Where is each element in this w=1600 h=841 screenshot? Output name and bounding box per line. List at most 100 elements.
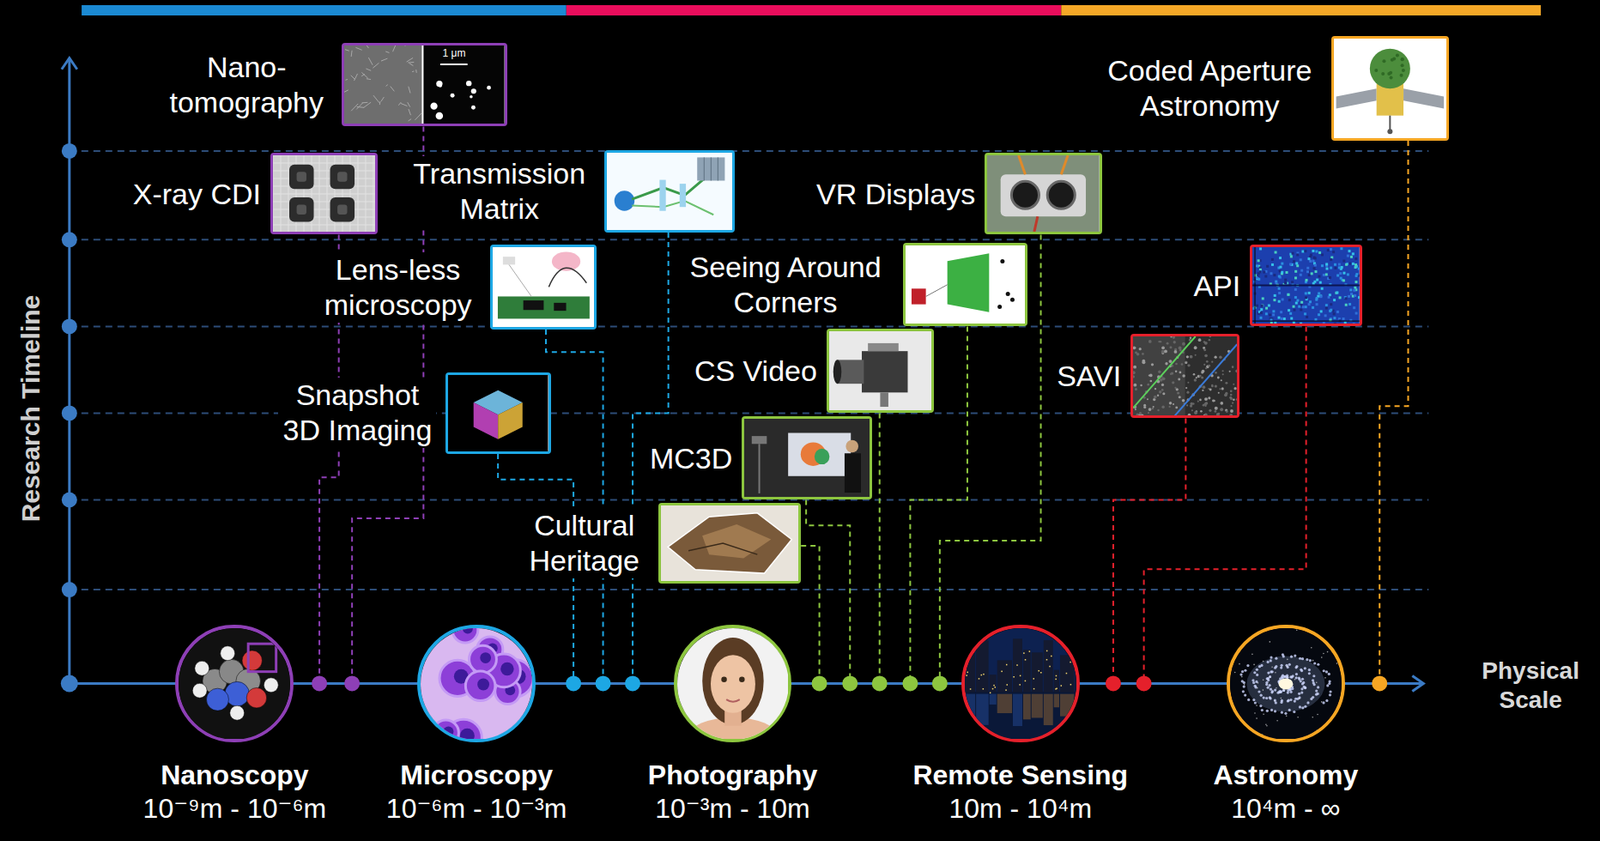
art-shape (242, 649, 263, 670)
art-shape (1318, 251, 1322, 255)
art-shape (1390, 57, 1394, 61)
art-shape (1259, 248, 1262, 251)
art-shape (1287, 293, 1291, 297)
scale-bar-label-text: 1 μm (442, 47, 467, 60)
art-shape (1389, 75, 1394, 79)
art-shape (296, 172, 307, 182)
art-shape (1241, 675, 1243, 678)
art-shape (409, 62, 414, 66)
art-shape (1220, 401, 1225, 406)
art-shape (1265, 313, 1268, 316)
art-shape (1290, 654, 1293, 658)
art-shape (1238, 662, 1241, 665)
art-shape (911, 288, 927, 304)
art-shape (1265, 723, 1267, 726)
art-shape (436, 112, 444, 121)
art-shape (1257, 278, 1261, 281)
art-shape (1353, 294, 1357, 297)
art-shape (1150, 379, 1153, 382)
thumb-label: Coded Aperture Astronomy (1096, 53, 1322, 124)
art-shape (1312, 659, 1315, 661)
axis-arrowhead (61, 58, 78, 70)
art-shape (390, 85, 395, 91)
art-shape (1400, 63, 1405, 67)
art-shape (1345, 297, 1348, 301)
art-shape (1271, 670, 1274, 673)
art-shape (988, 674, 996, 693)
scale-name: Nanoscopy (143, 757, 328, 793)
art-shape (1197, 400, 1200, 402)
art-shape (272, 178, 376, 180)
art-shape (1316, 685, 1320, 689)
art-shape (1290, 255, 1293, 259)
art-shape (1282, 688, 1285, 691)
art-shape (1278, 678, 1293, 690)
art-shape (1043, 640, 1054, 693)
art-shape (1209, 408, 1213, 412)
scale-circle: Microscopy10⁻⁶m - 10⁻³m (417, 624, 536, 744)
art-shape (1232, 726, 1235, 728)
art-shape (1282, 654, 1285, 658)
art-shape (1214, 406, 1219, 410)
art-shape (1231, 401, 1234, 404)
art-shape (1332, 726, 1334, 728)
art-shape (1218, 355, 1223, 359)
art-shape (1023, 693, 1031, 720)
art-shape (1329, 636, 1332, 639)
art-shape (1308, 273, 1311, 277)
thumb-label: Cultural Heritage (520, 508, 649, 579)
art-shape (1185, 387, 1188, 389)
art-shape (1140, 383, 1143, 386)
art-shape (1279, 266, 1283, 269)
thumb-art (492, 247, 595, 328)
art-shape (1255, 704, 1258, 707)
scale-caption: Photography10⁻³m - 10m (648, 757, 818, 825)
art-shape (1203, 348, 1207, 352)
art-shape (430, 102, 438, 110)
scale-picture (677, 628, 789, 740)
art-shape (1284, 281, 1287, 285)
art-shape (964, 628, 1077, 693)
art-shape (1303, 685, 1307, 689)
scale-dot (624, 675, 641, 691)
scale-picture (178, 628, 291, 740)
art-shape (1284, 278, 1287, 282)
art-shape (1269, 676, 1272, 679)
art-shape (1222, 369, 1225, 372)
art-shape (1259, 270, 1262, 273)
art-shape (1314, 264, 1317, 267)
art-shape (1262, 696, 1266, 699)
axis-tick-dot (61, 143, 78, 159)
art-shape (1253, 671, 1256, 674)
art-shape (1230, 405, 1233, 407)
art-shape (1308, 667, 1311, 671)
art-shape (1148, 407, 1152, 412)
art-shape (1311, 306, 1315, 310)
art-shape (1185, 361, 1188, 364)
art-shape (466, 80, 472, 86)
art-shape (1316, 662, 1320, 666)
art-shape (726, 699, 740, 703)
art-shape (1300, 690, 1304, 694)
art-shape (1175, 369, 1178, 373)
art-shape (471, 88, 477, 94)
art-shape (365, 45, 370, 49)
thumbnail-picture (829, 331, 932, 412)
art-shape (1178, 395, 1182, 399)
art-shape (1253, 279, 1256, 283)
art-shape (1243, 693, 1247, 697)
art-shape (1343, 260, 1346, 263)
art-shape (408, 119, 412, 122)
art-shape (1157, 369, 1161, 373)
art-shape (1262, 660, 1265, 662)
art-shape (1161, 345, 1165, 350)
art-shape (992, 687, 994, 690)
art-shape (1204, 397, 1208, 401)
art-shape (1252, 284, 1360, 287)
art-shape (1278, 256, 1282, 260)
art-shape (230, 705, 245, 721)
art-shape (1301, 677, 1304, 680)
art-shape (1260, 308, 1263, 311)
art-shape (1349, 262, 1352, 266)
art-shape (1060, 693, 1074, 716)
